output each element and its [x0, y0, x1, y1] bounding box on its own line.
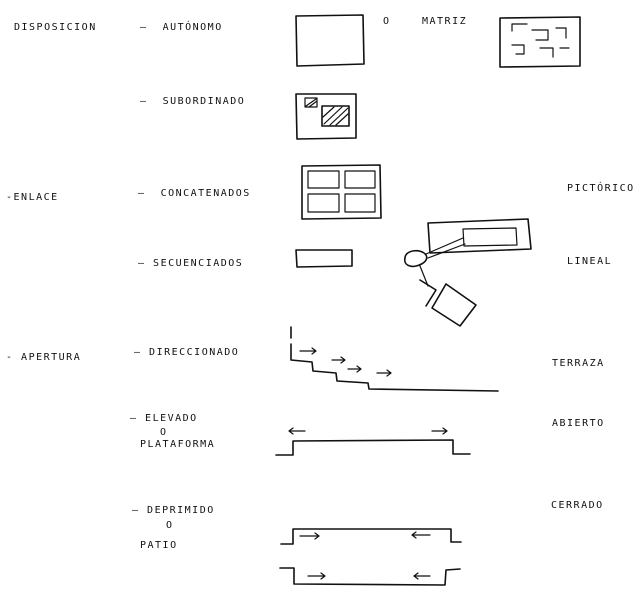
- label-lineal: LINEAL: [567, 256, 613, 267]
- autonomo-sketch: [295, 14, 365, 67]
- connector-o-deprimido: O: [166, 520, 174, 531]
- item-plataforma: PLATAFORMA: [140, 439, 216, 450]
- item-patio: PATIO: [140, 540, 178, 551]
- item-deprimido: – DEPRIMIDO: [132, 505, 215, 516]
- elevado-sketch: [275, 427, 471, 456]
- category-enlace: -ENLACE: [6, 192, 59, 203]
- category-apertura: - APERTURA: [6, 352, 82, 363]
- concatenados-sketch: [301, 164, 382, 220]
- matriz-sketch: [499, 16, 581, 68]
- category-disposicion: DISPOSICION: [14, 22, 97, 33]
- secuenciados-sketch: [295, 218, 532, 327]
- item-direccionado: – DIRECCIONADO: [134, 347, 240, 358]
- connector-o: O: [383, 16, 391, 27]
- label-pictorico: PICTÓRICO: [567, 183, 635, 194]
- item-matriz: MATRIZ: [422, 16, 468, 27]
- connector-o-elevado: O: [160, 427, 168, 438]
- direccionado-sketch: [290, 326, 499, 392]
- label-cerrado: CERRADO: [551, 500, 604, 511]
- label-terraza: TERRAZA: [552, 358, 605, 369]
- deprimido-sketch: [279, 528, 462, 586]
- item-secuenciados: – SECUENCIADOS: [138, 258, 244, 269]
- subordinado-sketch: [295, 93, 357, 140]
- item-autonomo: – AUTÓNOMO: [140, 22, 223, 33]
- item-subordinado: – SUBORDINADO: [140, 96, 246, 107]
- label-abierto: ABIERTO: [552, 418, 605, 429]
- item-concatenados: – CONCATENADOS: [138, 188, 251, 199]
- item-elevado: – ELEVADO: [130, 413, 198, 424]
